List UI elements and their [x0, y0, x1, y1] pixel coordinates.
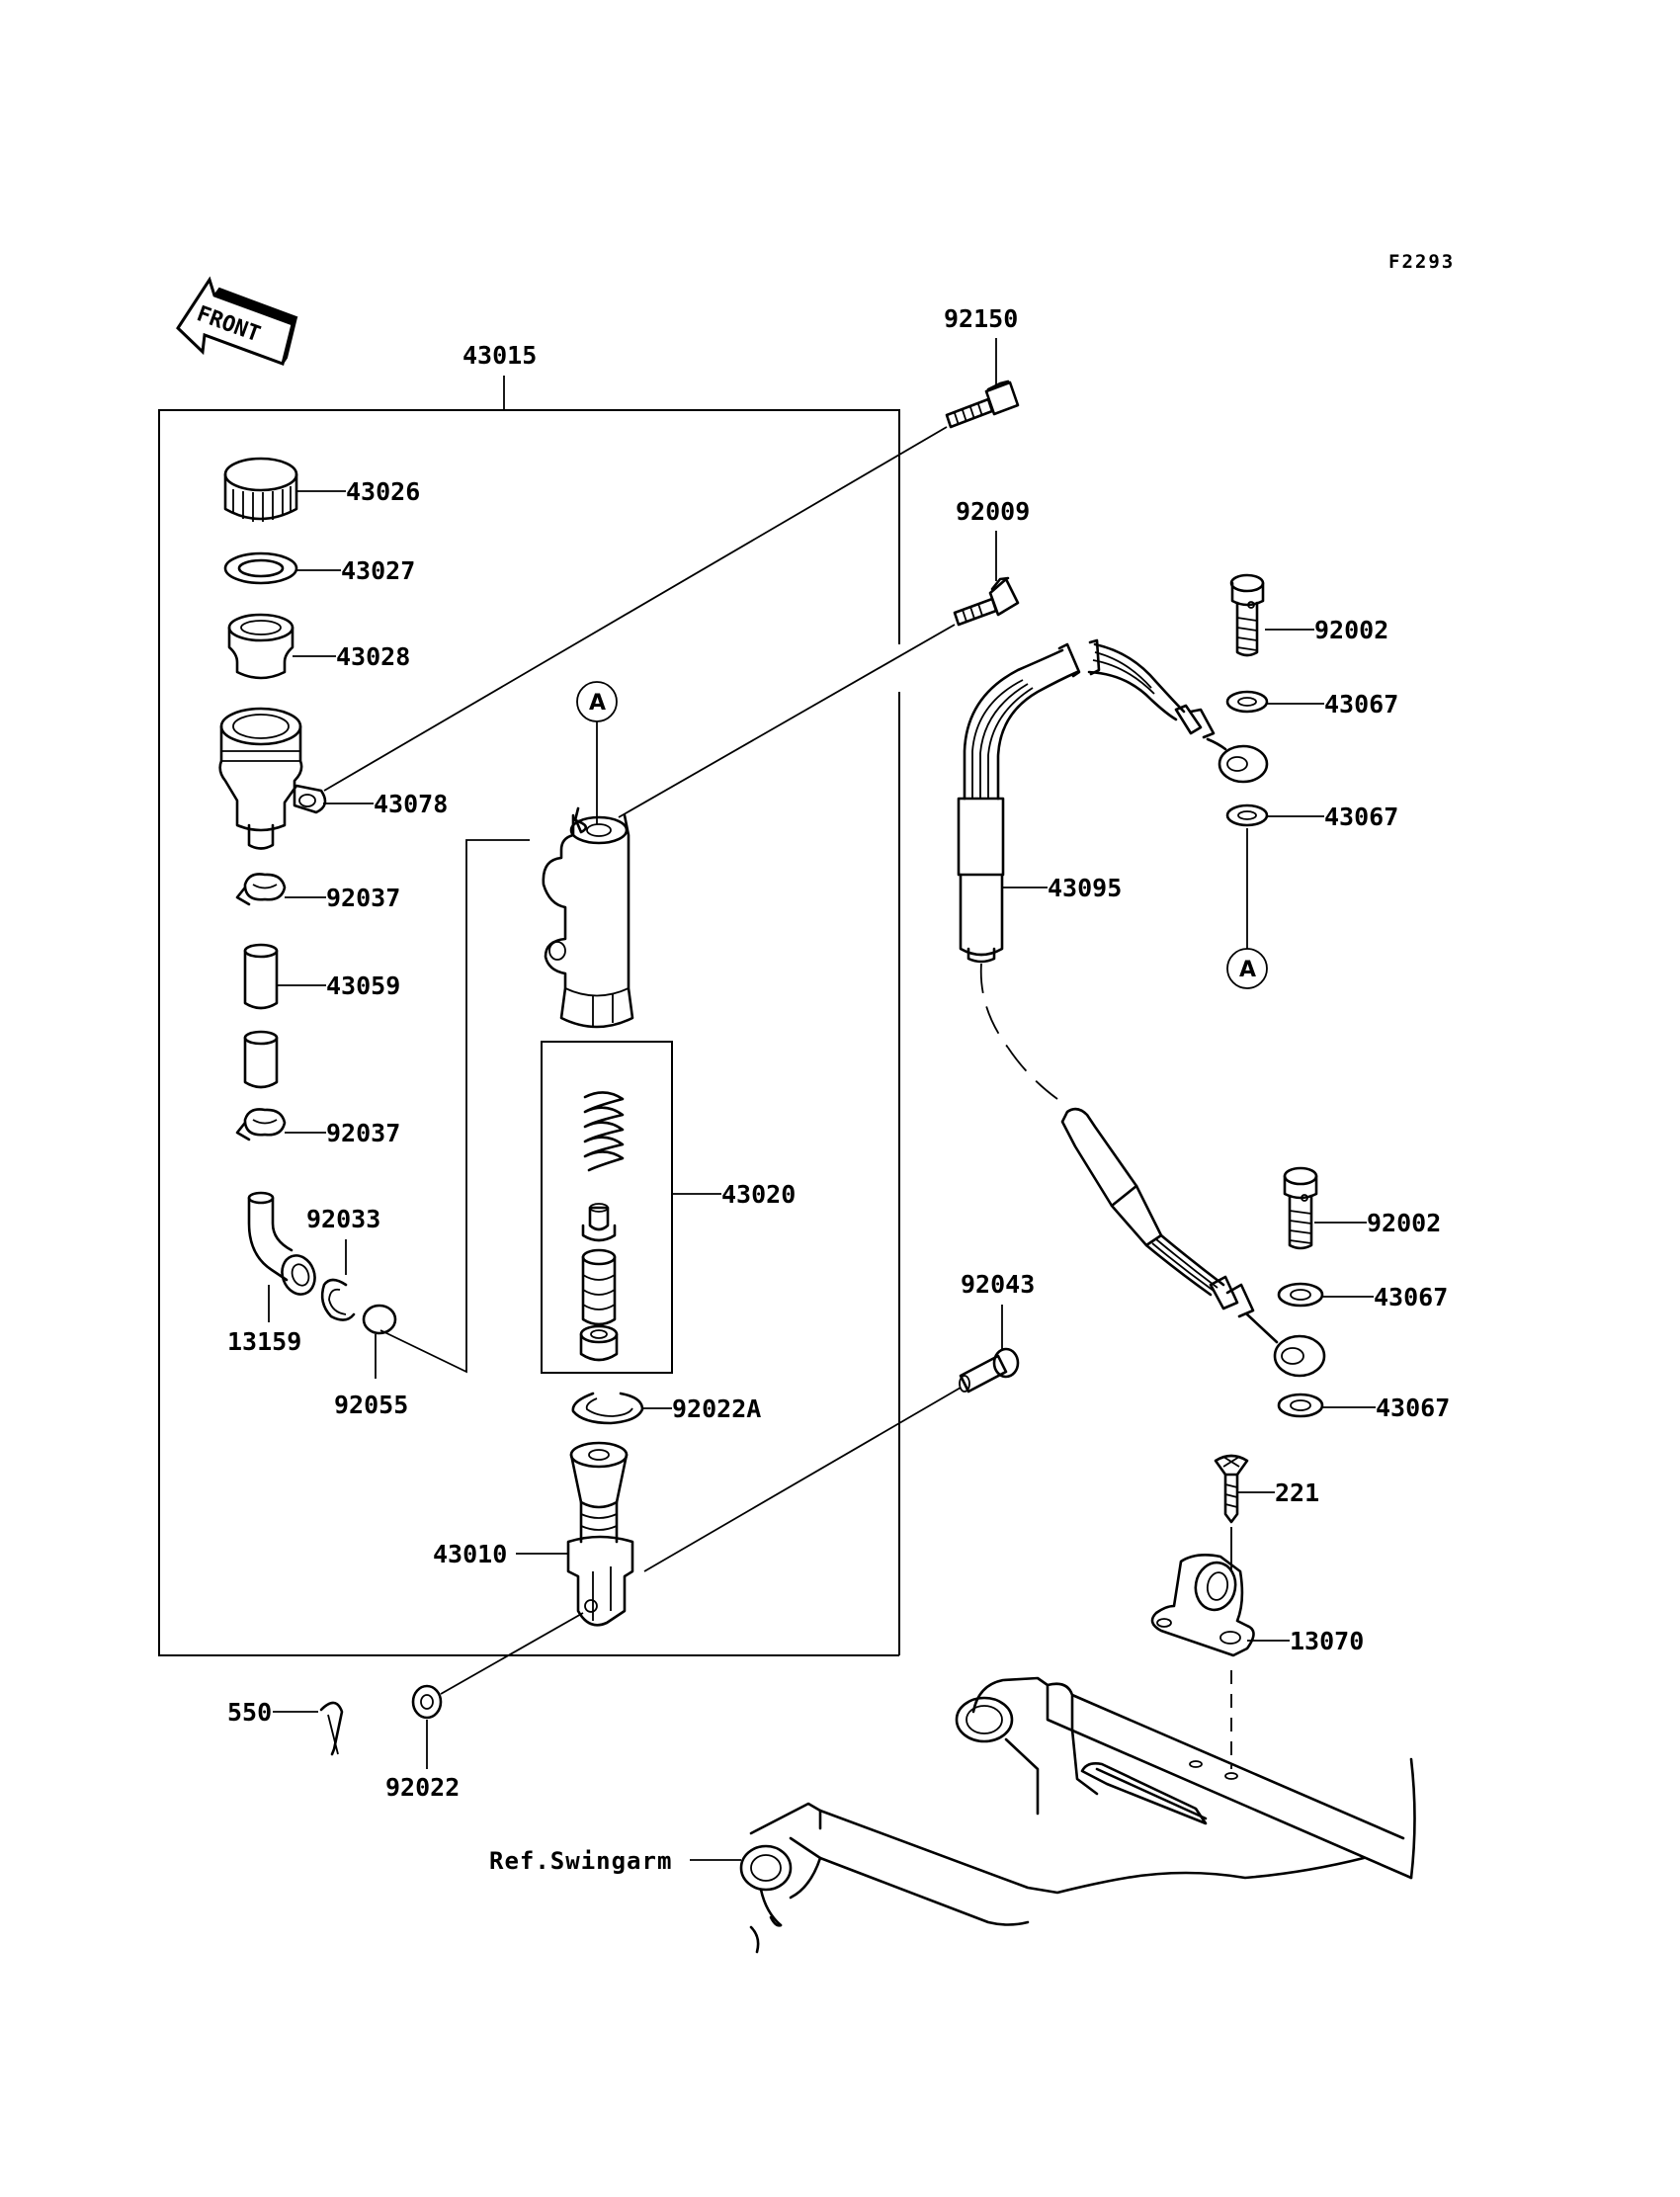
circlip-92022a [571, 1392, 644, 1425]
bolt-92009 [953, 576, 1020, 627]
label-43028: 43028 [336, 642, 410, 671]
washer-43067-a [1225, 690, 1269, 714]
label-92055: 92055 [334, 1391, 408, 1419]
cotter-pin [319, 1701, 344, 1756]
clevis-pin [959, 1347, 1020, 1394]
label-43067-d: 43067 [1376, 1394, 1450, 1422]
banjo-bolt-bottom [1283, 1166, 1318, 1250]
o-ring [362, 1304, 397, 1335]
elbow-fitting [247, 1191, 316, 1296]
screw-221 [1214, 1454, 1249, 1524]
label-43010: 43010 [433, 1540, 507, 1568]
washer-92022 [411, 1684, 443, 1720]
clamp-top [235, 873, 287, 906]
reservoir-cap [223, 457, 298, 522]
figure-code: F2293 [1388, 251, 1455, 273]
washer-43067-d [1277, 1393, 1324, 1418]
push-rod [566, 1441, 634, 1627]
washer-43067-b [1225, 803, 1269, 827]
label-13159: 13159 [227, 1327, 301, 1356]
label-43020: 43020 [721, 1180, 796, 1209]
clamp-bottom [235, 1108, 287, 1141]
label-43067-c: 43067 [1374, 1283, 1448, 1311]
label-43027: 43027 [341, 556, 415, 585]
brake-hose [957, 638, 1326, 1378]
assembly-frame [158, 376, 900, 1656]
label-43015: 43015 [462, 341, 537, 370]
label-550: 550 [227, 1698, 272, 1727]
piston-kit-box [541, 1041, 673, 1374]
diaphragm [227, 613, 294, 680]
hose [243, 943, 279, 1089]
label-92150: 92150 [944, 304, 1018, 333]
ref-marker-a-top: A [576, 681, 618, 825]
label-13070: 13070 [1290, 1627, 1364, 1655]
circlip-92033 [320, 1278, 356, 1321]
label-221: 221 [1275, 1479, 1319, 1507]
bracket-13070 [1150, 1554, 1255, 1657]
ref-marker-a-right: A [1226, 828, 1268, 989]
label-92037-bottom: 92037 [326, 1119, 400, 1147]
label-92037-top: 92037 [326, 884, 400, 912]
label-92022A: 92022A [672, 1394, 761, 1423]
washer-43067-c [1277, 1282, 1324, 1308]
label-92002-bottom: 92002 [1367, 1209, 1441, 1237]
label-92043: 92043 [961, 1270, 1035, 1299]
front-arrow-icon: FRONT [176, 276, 298, 366]
label-43078: 43078 [374, 790, 448, 818]
label-92002-top: 92002 [1314, 616, 1388, 644]
diaphragm-plate [223, 551, 298, 585]
label-92033: 92033 [306, 1205, 380, 1233]
reservoir [218, 707, 327, 850]
swingarm [739, 1676, 1416, 1954]
svg-text:A: A [1239, 958, 1256, 982]
label-43067-a: 43067 [1324, 690, 1398, 718]
label-43095: 43095 [1048, 874, 1122, 902]
ref-swingarm-label: Ref.Swingarm [489, 1847, 672, 1875]
label-92009: 92009 [956, 497, 1030, 526]
label-43059: 43059 [326, 972, 400, 1000]
banjo-bolt-top [1229, 573, 1265, 657]
label-43067-b: 43067 [1324, 803, 1398, 831]
svg-text:A: A [589, 691, 606, 716]
label-43026: 43026 [346, 477, 420, 506]
master-cylinder-body [542, 806, 634, 1029]
bolt-92150 [945, 380, 1020, 429]
label-92022: 92022 [385, 1773, 460, 1802]
